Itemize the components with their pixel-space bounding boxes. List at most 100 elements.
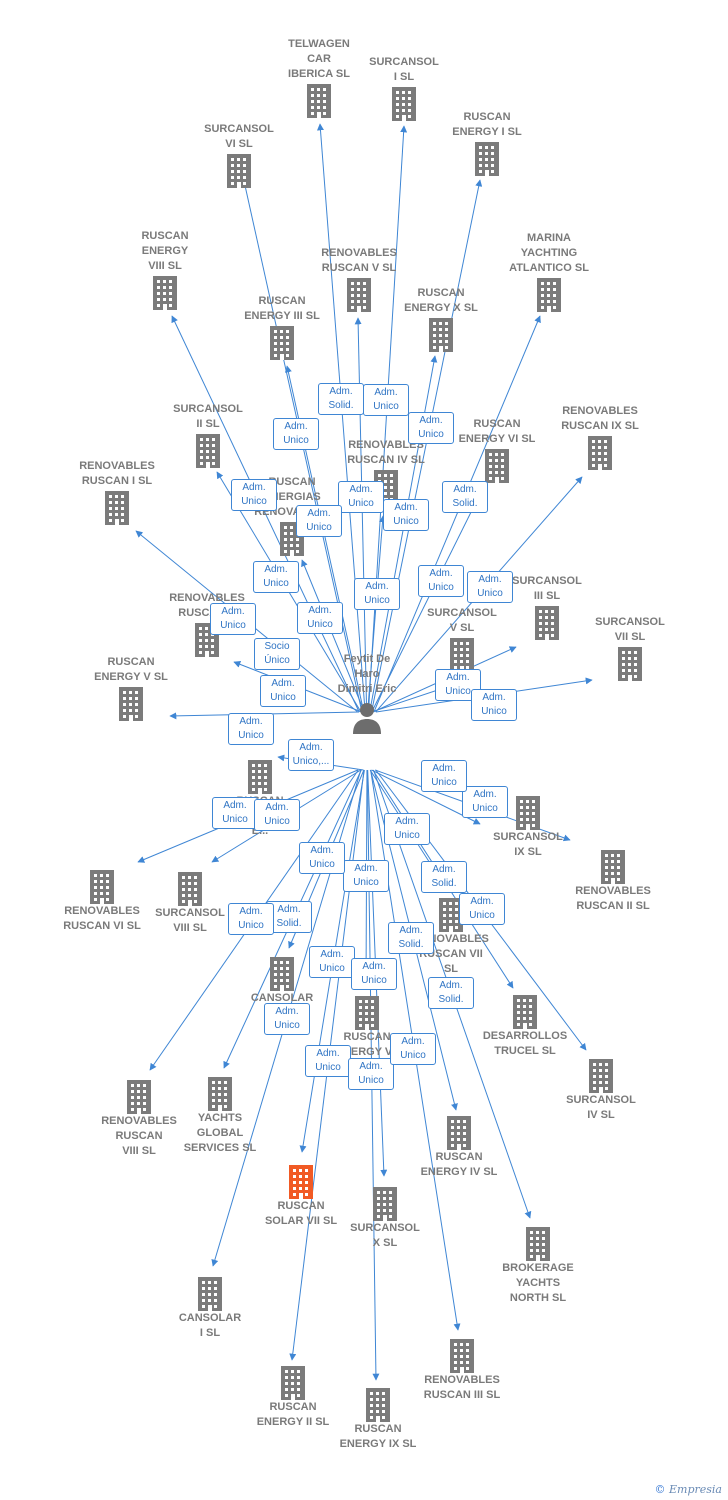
- building-icon: [485, 449, 509, 483]
- company-node-renovables-ruscan-i[interactable]: RENOVABLES RUSCAN I SL: [52, 459, 182, 525]
- company-node-renovables-ruscan-v[interactable]: RENOVABLES RUSCAN V SL: [294, 246, 424, 312]
- relation-badge-ruscan-solar-vii[interactable]: Adm. Unico: [305, 1045, 351, 1077]
- relation-badge-ruscan-energias[interactable]: Adm. Unico: [297, 602, 343, 634]
- company-name: YACHTS GLOBAL SERVICES SL: [183, 1112, 257, 1154]
- company-node-ruscan-energy-ii[interactable]: RUSCAN ENERGY II SL: [228, 1364, 358, 1430]
- relation-badge-ruscan-energy-i[interactable]: Adm. Unico: [408, 412, 454, 444]
- company-node-surcansol-vii[interactable]: SURCANSOL VII SL: [565, 615, 695, 681]
- relation-badge-surcansol-vi[interactable]: Adm. Unico: [273, 418, 319, 450]
- center-person[interactable]: Feytit De Haro Dimitri Eric: [335, 652, 399, 735]
- building-icon: [450, 638, 474, 672]
- relation-badge-ruscan-energy-x[interactable]: Adm. Unico: [383, 499, 429, 531]
- company-node-surcansol-i[interactable]: SURCANSOL I SL: [339, 55, 469, 121]
- relation-badge-renovables-ruscan-iv[interactable]: Adm. Unico: [354, 578, 400, 610]
- relation-badge-ruscan-energy-viii[interactable]: Adm. Unico: [231, 479, 277, 511]
- building-icon: [198, 1277, 222, 1311]
- company-node-surcansol-viii[interactable]: SURCANSOL VIII SL: [125, 870, 255, 936]
- company-name: TELWAGEN CAR IBERICA SL: [288, 38, 350, 80]
- company-node-ruscan-energy-x[interactable]: RUSCAN ENERGY X SL: [376, 286, 506, 352]
- company-name: SURCANSOL I SL: [369, 56, 439, 83]
- company-node-ruscan-energy-viii[interactable]: RUSCAN ENERGY VIII SL: [100, 229, 230, 310]
- relation-badge-renovables-ruscan-ix[interactable]: Adm. Unico: [467, 571, 513, 603]
- relation-badge-renovables-ruscan-v[interactable]: Adm. Unico: [338, 481, 384, 513]
- building-icon: [270, 957, 294, 991]
- company-node-renovables-ruscan-iii[interactable]: RENOVABLES RUSCAN III SL: [397, 1337, 527, 1403]
- company-node-surcansol-iv[interactable]: SURCANSOL IV SL: [536, 1057, 666, 1123]
- relation-badge-ruscan-energy-ii[interactable]: Adm. Unico: [309, 946, 355, 978]
- company-node-renovables-ruscan-vi[interactable]: RENOVABLES RUSCAN VI SL: [37, 868, 167, 934]
- relation-badge-renovables-ruscan-iii[interactable]: Adm. Unico: [390, 1033, 436, 1065]
- relation-badge-renovables-ruscan-ii[interactable]: Adm. Unico: [421, 760, 467, 792]
- relation-badge-brokerage-yachts[interactable]: Adm. Solid.: [388, 922, 434, 954]
- relation-badge-renovables-ruscan-vi[interactable]: Adm. Unico: [212, 797, 258, 829]
- relation-badge-telwagen[interactable]: Adm. Solid.: [318, 383, 364, 415]
- company-name: SURCANSOL III SL: [512, 575, 582, 602]
- relation-badge-ruscan-energy-vii[interactable]: Adm. Unico: [343, 860, 389, 892]
- relation-badge-surcansol-v[interactable]: Adm. Unico: [435, 669, 481, 701]
- company-node-cansolar[interactable]: CANSOLAR: [217, 955, 347, 1006]
- company-node-marina-yachting[interactable]: MARINA YACHTING ATLANTICO SL: [484, 231, 614, 312]
- edge-to-telwagen: [316, 123, 366, 713]
- relation-badge-surcansol-iv[interactable]: Adm. Unico: [459, 893, 505, 925]
- company-name: RUSCAN ENERGY I SL: [452, 111, 522, 138]
- relation-badge-renovables-ruscan-viii[interactable]: Adm. Unico: [228, 903, 274, 935]
- relation-badge-surcansol-ii[interactable]: Adm. Unico: [253, 561, 299, 593]
- company-node-renovables-ruscan-ix[interactable]: RENOVABLES RUSCAN IX SL: [535, 404, 665, 470]
- company-name: RUSCAN ENERGY II SL: [256, 1401, 330, 1428]
- relation-badge-renovables-ruscan-i[interactable]: Adm. Unico: [210, 603, 256, 635]
- company-name: RENOVABLES RUSCAN III SL: [423, 1374, 501, 1401]
- company-node-renovables-ruscan-ii[interactable]: RENOVABLES RUSCAN II SL: [548, 848, 678, 914]
- company-node-cansolar-i[interactable]: CANSOLAR I SL: [145, 1275, 275, 1341]
- edge-to-renovables-ruscan-ii: [371, 769, 481, 825]
- company-node-surcansol-v[interactable]: SURCANSOL V SL: [397, 606, 527, 672]
- company-node-surcansol-iii[interactable]: SURCANSOL III SL: [482, 574, 612, 640]
- relation-badge-ruscan-energy-ix[interactable]: Adm. Unico: [351, 958, 397, 990]
- company-node-surcansol-x[interactable]: SURCANSOL X SL: [320, 1185, 450, 1251]
- relation-badge-surcansol-ix[interactable]: Adm. Unico: [462, 786, 508, 818]
- company-node-ruscan-energy-vi[interactable]: RUSCAN ENERGY VI SL: [432, 417, 562, 483]
- building-icon: [289, 1165, 313, 1199]
- brand-name[interactable]: Empresia: [669, 1483, 722, 1496]
- company-node-ruscan-energy-ix[interactable]: RUSCAN ENERGY IX SL: [313, 1386, 443, 1452]
- company-node-renovables-ruscan-iv[interactable]: RENOVABLES RUSCAN IV SL: [321, 438, 451, 504]
- company-node-yachts-global[interactable]: YACHTS GLOBAL SERVICES SL: [155, 1075, 285, 1156]
- company-node-brokerage-yachts[interactable]: BROKERAGE YACHTS NORTH SL: [473, 1225, 603, 1306]
- company-node-surcansol-vi[interactable]: SURCANSOL VI SL: [174, 122, 304, 188]
- edge-to-ruscan-energy-vi: [371, 483, 486, 713]
- relation-badge-ruscan-energy-s[interactable]: Adm. Unico,...: [288, 739, 334, 771]
- company-node-ruscan-energy-iv[interactable]: RUSCAN ENERGY IV SL: [394, 1114, 524, 1180]
- company-node-telwagen[interactable]: TELWAGEN CAR IBERICA SL: [254, 37, 384, 118]
- company-name: SURCANSOL X SL: [350, 1222, 420, 1249]
- company-name: RUSCAN ENERGY V SL: [94, 656, 168, 683]
- company-node-renovables-ruscan-viii[interactable]: RENOVABLES RUSCAN VIII SL: [74, 1078, 204, 1159]
- building-icon: [618, 647, 642, 681]
- relation-badge-surcansol-vii[interactable]: Adm. Unico: [471, 689, 517, 721]
- company-node-surcansol-ii[interactable]: SURCANSOL II SL: [143, 402, 273, 468]
- company-node-ruscan-solar-vii[interactable]: RUSCAN SOLAR VII SL: [236, 1163, 366, 1229]
- relation-badge-surcansol-i[interactable]: Adm. Unico: [363, 384, 409, 416]
- relation-badge-marina-yachting[interactable]: Adm. Solid.: [442, 481, 488, 513]
- company-name: SURCANSOL V SL: [427, 607, 497, 634]
- edge-to-renovables-ruscan-iv: [367, 515, 386, 713]
- building-icon: [447, 1116, 471, 1150]
- relation-badge-surcansol-iii[interactable]: Adm. Unico: [418, 565, 464, 597]
- company-node-ruscan-energy-i[interactable]: RUSCAN ENERGY I SL: [422, 110, 552, 176]
- relation-badge-ruscan-energy-v[interactable]: Adm. Unico: [260, 675, 306, 707]
- relation-badge-ruscan-energy-iv[interactable]: Adm. Unico: [384, 813, 430, 845]
- relation-badge-surcansol-viii[interactable]: Adm. Unico: [254, 799, 300, 831]
- company-node-ruscan-energy-iii[interactable]: RUSCAN ENERGY III SL: [217, 294, 347, 360]
- relation-badge-cansolar-i[interactable]: Adm. Unico: [264, 1003, 310, 1035]
- relation-badge-renovables-ruscan-vii[interactable]: Adm. Solid.: [421, 861, 467, 893]
- relation-badge-ruscan-energy-iii[interactable]: Adm. Unico: [296, 505, 342, 537]
- company-node-desarrollos-trucel[interactable]: DESARROLLOS TRUCEL SL: [460, 993, 590, 1059]
- company-node-ruscan-energy-v[interactable]: RUSCAN ENERGY V SL: [66, 655, 196, 721]
- relation-badge-renovables-ruscan-x[interactable]: Socio Único: [254, 638, 300, 670]
- building-icon: [475, 142, 499, 176]
- relation-badge-desarrollos-trucel[interactable]: Adm. Solid.: [428, 977, 474, 1009]
- relation-badge-ruscan-energy-vi[interactable]: Adm. Unico: [228, 713, 274, 745]
- building-icon: [589, 1059, 613, 1093]
- company-name: RUSCAN ENERGY IX SL: [339, 1423, 417, 1450]
- relation-badge-surcansol-x[interactable]: Adm. Unico: [348, 1058, 394, 1090]
- company-node-surcansol-ix[interactable]: SURCANSOL IX SL: [463, 794, 593, 860]
- relation-badge-yachts-global[interactable]: Adm. Unico: [299, 842, 345, 874]
